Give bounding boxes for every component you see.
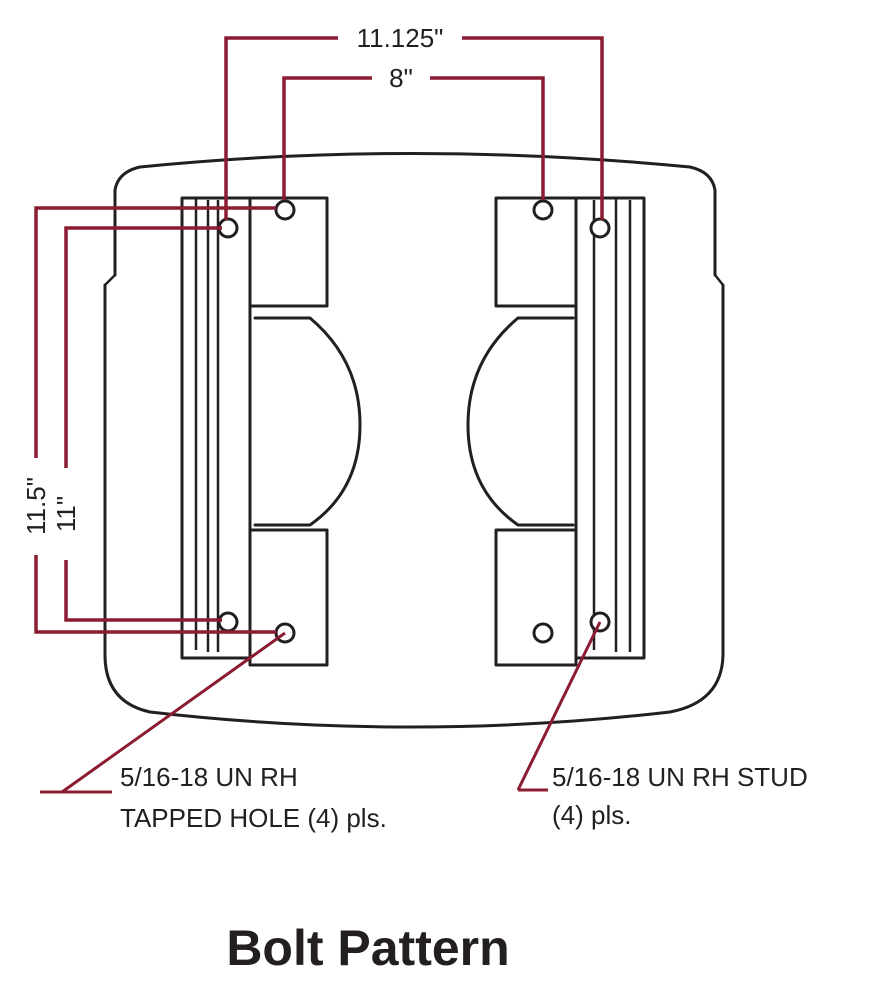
left-mounting-rail [180, 196, 329, 667]
seat-pan-outline [103, 152, 725, 729]
vertical-dimension-lines [34, 206, 276, 634]
tapped-hole-bottom-right [532, 622, 554, 644]
tapped-hole-top-left [274, 199, 296, 221]
callout-stud-line1: 5/16-18 UN RH STUD [552, 762, 808, 792]
dimension-label-inner-width: 8" [389, 63, 413, 93]
callout-leaders [40, 621, 602, 794]
mounting-holes [217, 199, 611, 644]
right-mounting-rail [494, 196, 646, 667]
horizontal-dimension-lines [224, 36, 604, 220]
diagram-title: Bolt Pattern [226, 920, 509, 976]
stud-top-right [589, 217, 611, 239]
dimension-label-outer-width: 11.125" [357, 23, 444, 53]
left-bracket-recess [253, 316, 362, 527]
callout-tapped-hole-line2: TAPPED HOLE (4) pls. [120, 803, 387, 833]
stud-bottom-left [217, 611, 239, 633]
callout-stud-line2: (4) pls. [552, 800, 631, 830]
dimension-label-outer-height: 11.5" [21, 477, 51, 535]
right-bracket-recess [466, 316, 575, 527]
tapped-hole-top-right [532, 199, 554, 221]
dimension-label-inner-height: 11" [51, 496, 81, 532]
callout-tapped-hole-line1: 5/16-18 UN RH [120, 762, 298, 792]
